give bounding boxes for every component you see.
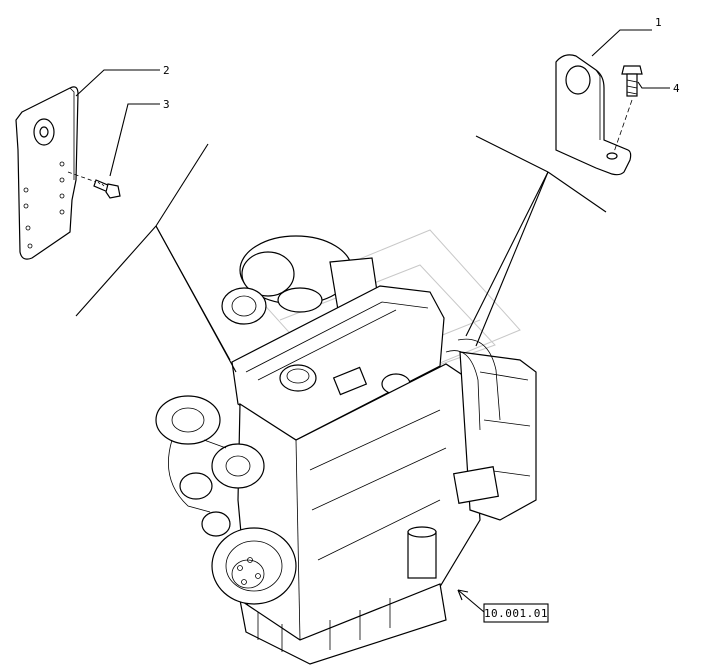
lifting-bracket-part [555, 54, 632, 176]
reference-code-box: 10.001.01 [483, 603, 549, 623]
callout-1: 1 [655, 16, 662, 29]
callout-3: 3 [163, 98, 170, 111]
leader-lines [75, 29, 670, 613]
engine-assembly [155, 235, 537, 665]
bracket-plate-part [15, 86, 79, 260]
callout-2: 2 [163, 64, 170, 77]
bolt-part-3 [67, 171, 121, 199]
bolt-part-4 [613, 65, 643, 153]
reference-code: 10.001.01 [484, 607, 548, 620]
callout-4: 4 [673, 82, 680, 95]
